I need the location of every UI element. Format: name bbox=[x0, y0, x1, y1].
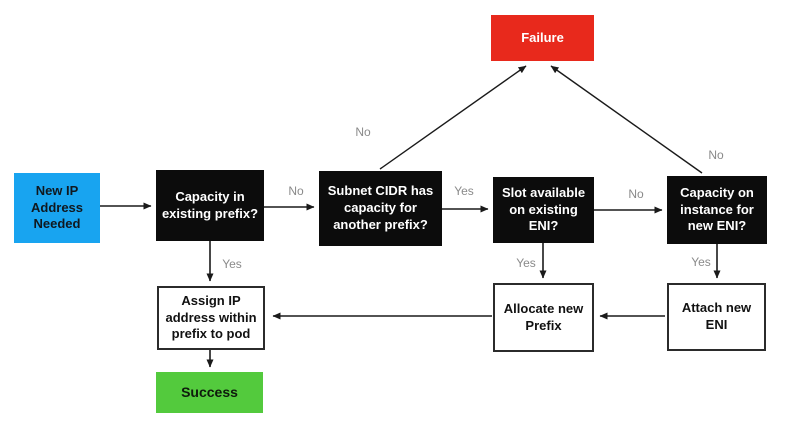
node-success-label: Success bbox=[181, 384, 238, 401]
edge-label-slot-eni-yes: Yes bbox=[516, 256, 536, 270]
node-capacity-instance-new-eni-label: Capacity on instance for new ENI? bbox=[680, 184, 754, 234]
node-success: Success bbox=[156, 372, 263, 413]
node-slot-available-eni-label: Slot available on existing ENI? bbox=[501, 184, 586, 234]
node-capacity-existing-prefix-label: Capacity in existing prefix? bbox=[161, 188, 259, 221]
edge-label-capacity-instance-yes: Yes bbox=[691, 255, 711, 269]
edge-label-capacity-instance-no: No bbox=[708, 148, 724, 162]
edge-capacityinstance-failure bbox=[550, 65, 703, 174]
node-capacity-instance-new-eni: Capacity on instance for new ENI? bbox=[667, 176, 767, 244]
node-failure-label: Failure bbox=[521, 29, 564, 45]
node-allocate-new-prefix-label: Allocate new Prefix bbox=[503, 300, 584, 333]
edge-label-capacity-prefix-no: No bbox=[288, 184, 304, 198]
node-slot-available-eni: Slot available on existing ENI? bbox=[493, 177, 594, 243]
edge-subnetcidr-failure bbox=[379, 65, 527, 170]
node-assign-ip-to-pod: Assign IP address within prefix to pod bbox=[157, 286, 265, 350]
node-capacity-existing-prefix: Capacity in existing prefix? bbox=[156, 170, 264, 241]
edge-label-subnet-cidr-no: No bbox=[355, 125, 371, 139]
node-attach-new-eni: Attach new ENI bbox=[667, 283, 766, 351]
edge-label-capacity-prefix-yes: Yes bbox=[222, 257, 242, 271]
node-failure: Failure bbox=[491, 15, 594, 61]
node-subnet-cidr-capacity: Subnet CIDR has capacity for another pre… bbox=[319, 171, 442, 246]
node-new-ip-needed-label: New IP Address Needed bbox=[30, 182, 84, 232]
node-subnet-cidr-capacity-label: Subnet CIDR has capacity for another pre… bbox=[327, 183, 434, 232]
edge-label-slot-eni-no: No bbox=[628, 187, 644, 201]
node-new-ip-needed: New IP Address Needed bbox=[14, 173, 100, 243]
node-attach-new-eni-label: Attach new ENI bbox=[681, 300, 752, 332]
node-allocate-new-prefix: Allocate new Prefix bbox=[493, 283, 594, 352]
node-assign-ip-to-pod-label: Assign IP address within prefix to pod bbox=[165, 292, 257, 342]
edge-label-subnet-cidr-yes: Yes bbox=[454, 184, 474, 198]
